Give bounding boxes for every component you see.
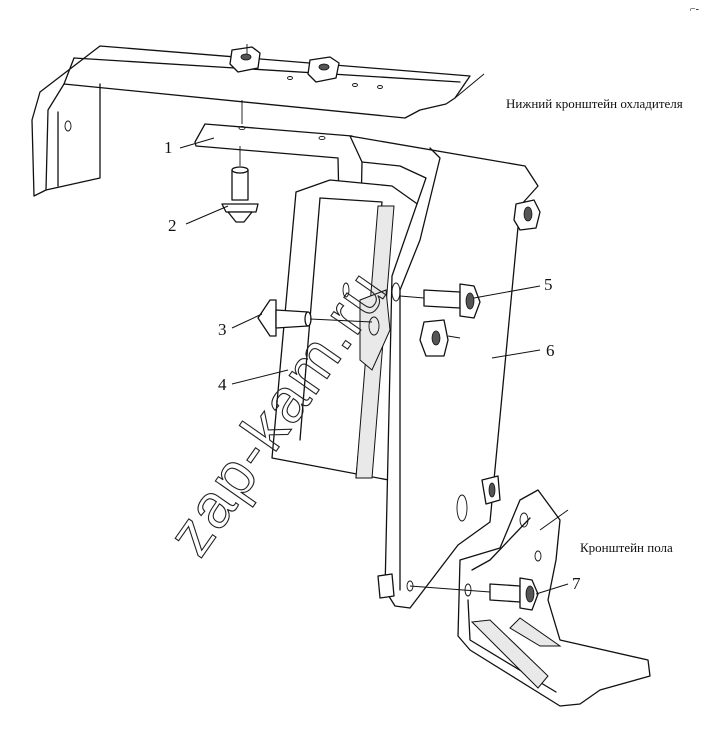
part-5-nut (419, 319, 461, 357)
leader-lines (179, 137, 569, 595)
cooler-lower-bracket (31, 44, 485, 197)
label-part-5: 5 (544, 275, 553, 294)
part-2-bolt (221, 146, 259, 223)
label-part-2: 2 (168, 216, 177, 235)
weld-nut-top-right (307, 56, 340, 83)
caption-floor-bracket: Кронштейн пола (580, 540, 673, 555)
corner-mark: ⌐- (690, 4, 699, 15)
weld-nut-top-left (229, 44, 261, 73)
label-part-1: 1 (164, 138, 173, 157)
label-part-7: 7 (572, 574, 581, 593)
part-3-bolt (257, 299, 373, 337)
cage-nut-bottom-left (377, 573, 395, 599)
part-7-bolt (409, 577, 539, 611)
floor-bracket (457, 489, 651, 707)
part-6-main-plate (349, 135, 541, 609)
cage-nut-lower (481, 475, 501, 505)
label-part-4: 4 (218, 375, 227, 394)
label-part-3: 3 (218, 320, 227, 339)
label-part-6: 6 (546, 341, 555, 360)
part-5-bolt (399, 283, 481, 319)
caption-cooler-bracket: Нижний кронштейн охладителя (506, 96, 683, 111)
cage-nut-upper-right (513, 199, 541, 231)
